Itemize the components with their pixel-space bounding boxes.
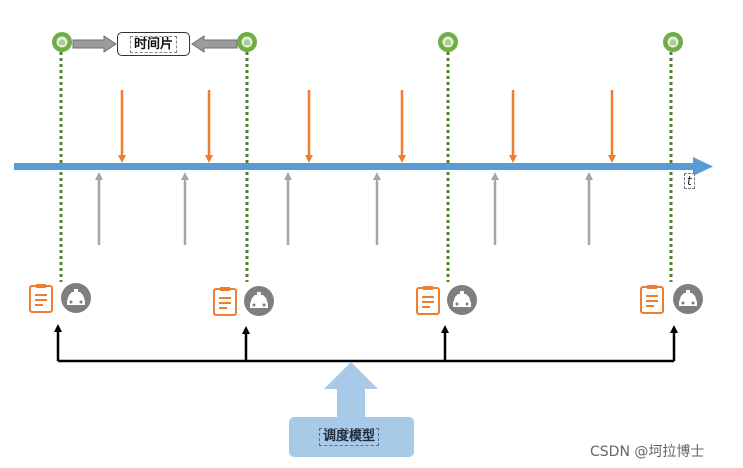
taxi-car-icon <box>244 286 274 316</box>
order-clipboard-icon <box>213 287 237 316</box>
time-axis-label: t <box>684 173 695 189</box>
order-clipboard-icon <box>416 286 440 315</box>
taxi-car-icon <box>673 284 703 314</box>
time-slice-arrows <box>72 35 238 53</box>
slice-marker-icon <box>663 32 683 52</box>
time-slice-label: 时间片 <box>130 36 178 53</box>
taxi-car-icon <box>447 285 477 315</box>
slice-marker-icon <box>52 32 72 52</box>
taxi-car-icon <box>61 283 91 313</box>
order-clipboard-icon <box>640 285 664 314</box>
order-icons <box>29 284 664 316</box>
car-arrows <box>95 172 593 245</box>
slice-markers <box>52 32 683 52</box>
slice-marker-icon <box>237 32 257 52</box>
time-slice-label-box: 时间片 <box>117 32 190 56</box>
dispatch-bracket <box>54 324 678 363</box>
car-icons <box>61 283 703 316</box>
order-clipboard-icon <box>29 284 53 313</box>
order-arrows <box>118 90 616 163</box>
slice-arrow-left <box>191 35 238 53</box>
time-axis-arrow <box>693 157 713 176</box>
watermark: CSDN @坷拉博士 <box>590 444 705 460</box>
slice-arrow-right <box>72 35 117 53</box>
slice-marker-icon <box>438 32 458 52</box>
dispatch-model-box: 调度模型 <box>289 417 414 457</box>
model-up-arrow <box>324 362 378 419</box>
time-axis <box>14 157 713 176</box>
dispatch-model-label: 调度模型 <box>319 428 380 446</box>
time-axis-bar <box>14 163 696 170</box>
